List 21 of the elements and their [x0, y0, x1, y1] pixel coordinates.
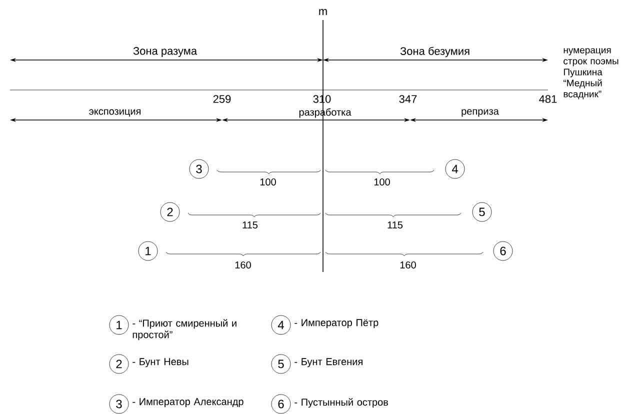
tick-label: 347 — [399, 95, 417, 103]
legend-text: - Пустынный остров — [294, 398, 388, 408]
legend-text: - Бунт Невы — [132, 358, 188, 368]
brace-label: 115 — [242, 222, 258, 228]
section-label: реприза — [462, 109, 499, 117]
brace-label: 160 — [235, 261, 251, 269]
tick-label: 481 — [539, 95, 557, 103]
section-label: экспозиция — [89, 109, 140, 117]
brace-label: 100 — [374, 178, 390, 186]
axis-label: m — [319, 9, 327, 15]
legend-text: - Бунт Евгения — [294, 358, 362, 368]
note-text: нумерация строк поэмы Пушкина “Медный всадник” — [564, 48, 618, 100]
legend-text: - Император Пётр — [294, 319, 378, 328]
brace-label: 160 — [400, 261, 416, 269]
tick-label: 259 — [213, 95, 231, 103]
zone-label: Зона разума — [133, 47, 198, 57]
legend-text: - Император Александр — [132, 398, 244, 408]
zone-label: Зона безумия — [400, 46, 470, 58]
brace-label: 100 — [260, 178, 276, 186]
brace-label: 115 — [388, 222, 403, 228]
legend-text: - “Приют смиренный и простой” — [132, 319, 236, 340]
